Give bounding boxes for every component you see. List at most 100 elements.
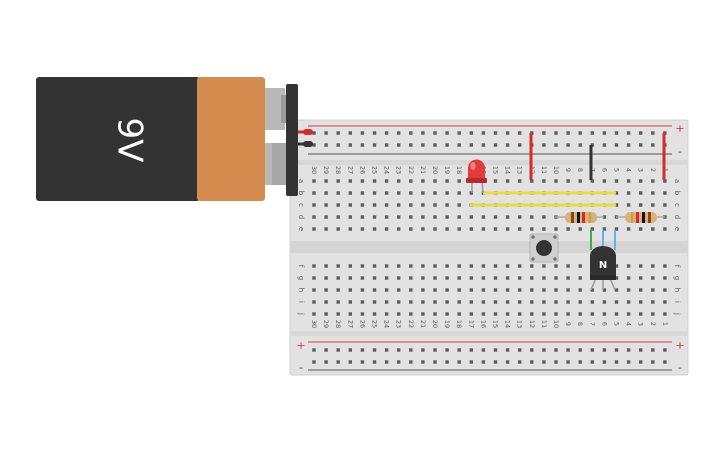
breadboard-hole[interactable] — [409, 276, 413, 280]
rail-hole-bottom-plus[interactable] — [626, 348, 631, 352]
rail-hole-bottom-minus[interactable] — [590, 360, 594, 364]
breadboard-hole[interactable] — [614, 300, 619, 304]
breadboard-hole[interactable] — [530, 300, 534, 304]
breadboard-hole[interactable] — [433, 227, 437, 231]
breadboard-hole[interactable] — [554, 227, 558, 231]
breadboard-hole[interactable] — [360, 227, 365, 231]
breadboard-hole[interactable] — [626, 300, 631, 304]
rail-hole-top-minus[interactable] — [578, 143, 582, 147]
rail-hole-top-minus[interactable] — [493, 143, 498, 147]
battery-leads[interactable] — [298, 129, 313, 147]
breadboard-hole[interactable] — [639, 191, 643, 195]
breadboard-hole[interactable] — [445, 288, 449, 292]
rail-hole-top-minus[interactable] — [433, 143, 437, 147]
rail-hole-top-minus[interactable] — [324, 143, 328, 147]
breadboard-hole[interactable] — [518, 227, 522, 231]
breadboard-hole[interactable] — [397, 288, 401, 292]
breadboard-hole[interactable] — [397, 300, 401, 304]
rail-hole-top-plus[interactable] — [421, 131, 425, 135]
resistor-right[interactable] — [616, 212, 665, 223]
breadboard-hole[interactable] — [421, 276, 425, 280]
breadboard-hole[interactable] — [505, 227, 510, 231]
breadboard-hole[interactable] — [469, 300, 473, 304]
breadboard-hole[interactable] — [445, 203, 449, 207]
breadboard-hole[interactable] — [397, 191, 401, 195]
breadboard-hole[interactable] — [578, 312, 582, 316]
breadboard-hole[interactable] — [626, 191, 631, 195]
breadboard-hole[interactable] — [384, 312, 389, 316]
rail-hole-top-minus[interactable] — [336, 143, 340, 147]
rail-hole-bottom-plus[interactable] — [421, 348, 425, 352]
rail-hole-bottom-plus[interactable] — [372, 348, 377, 352]
battery-terminal-negative[interactable] — [272, 143, 288, 185]
breadboard-hole[interactable] — [336, 276, 340, 280]
breadboard-hole[interactable] — [324, 288, 328, 292]
breadboard-hole[interactable] — [481, 215, 486, 219]
breadboard-hole[interactable] — [578, 276, 582, 280]
breadboard-hole[interactable] — [421, 227, 425, 231]
breadboard-hole[interactable] — [384, 227, 389, 231]
breadboard-hole[interactable] — [626, 179, 631, 183]
breadboard-hole[interactable] — [639, 300, 643, 304]
breadboard-hole[interactable] — [493, 276, 498, 280]
rail-hole-top-minus[interactable] — [518, 143, 522, 147]
breadboard-hole[interactable] — [384, 179, 389, 183]
breadboard-hole[interactable] — [384, 300, 389, 304]
breadboard-hole[interactable] — [409, 227, 413, 231]
breadboard-hole[interactable] — [312, 300, 316, 304]
breadboard-hole[interactable] — [384, 191, 389, 195]
rail-hole-top-plus[interactable] — [542, 131, 546, 135]
rail-hole-top-minus[interactable] — [626, 143, 631, 147]
breadboard-hole[interactable] — [626, 227, 631, 231]
breadboard-hole[interactable] — [409, 312, 413, 316]
breadboard-hole[interactable] — [614, 191, 619, 195]
rail-hole-bottom-minus[interactable] — [542, 360, 546, 364]
breadboard-hole[interactable] — [336, 264, 340, 268]
rail-hole-bottom-plus[interactable] — [663, 348, 667, 352]
breadboard-hole[interactable] — [324, 203, 328, 207]
breadboard-hole[interactable] — [626, 276, 631, 280]
rail-hole-bottom-minus[interactable] — [457, 360, 461, 364]
rail-hole-top-plus[interactable] — [651, 131, 655, 135]
breadboard-hole[interactable] — [602, 300, 607, 304]
breadboard-hole[interactable] — [566, 264, 570, 268]
rail-hole-top-plus[interactable] — [360, 131, 365, 135]
breadboard-hole[interactable] — [324, 179, 328, 183]
breadboard-hole[interactable] — [481, 227, 486, 231]
rail-hole-bottom-plus[interactable] — [457, 348, 461, 352]
rail-hole-top-minus[interactable] — [651, 143, 655, 147]
breadboard-hole[interactable] — [421, 264, 425, 268]
breadboard-hole[interactable] — [530, 215, 534, 219]
rail-hole-bottom-minus[interactable] — [554, 360, 558, 364]
breadboard-hole[interactable] — [421, 300, 425, 304]
breadboard-hole[interactable] — [566, 312, 570, 316]
rail-hole-top-plus[interactable] — [554, 131, 558, 135]
breadboard-hole[interactable] — [397, 312, 401, 316]
rail-hole-top-minus[interactable] — [554, 143, 558, 147]
breadboard-hole[interactable] — [421, 215, 425, 219]
breadboard-hole[interactable] — [530, 288, 534, 292]
rail-hole-bottom-minus[interactable] — [336, 360, 340, 364]
breadboard-hole[interactable] — [433, 179, 437, 183]
breadboard-hole[interactable] — [518, 288, 522, 292]
breadboard-hole[interactable] — [566, 288, 570, 292]
breadboard-hole[interactable] — [409, 179, 413, 183]
breadboard-hole[interactable] — [626, 264, 631, 268]
breadboard-hole[interactable] — [590, 227, 594, 231]
breadboard-hole[interactable] — [639, 264, 643, 268]
breadboard-hole[interactable] — [639, 227, 643, 231]
breadboard-hole[interactable] — [324, 227, 328, 231]
breadboard-hole[interactable] — [421, 179, 425, 183]
breadboard-hole[interactable] — [554, 264, 558, 268]
rail-hole-top-plus[interactable] — [457, 131, 461, 135]
breadboard-hole[interactable] — [614, 203, 619, 207]
breadboard-hole[interactable] — [445, 191, 449, 195]
breadboard-hole[interactable] — [324, 276, 328, 280]
breadboard-hole[interactable] — [530, 227, 534, 231]
breadboard-hole[interactable] — [554, 300, 558, 304]
rail-hole-top-minus[interactable] — [445, 143, 449, 147]
breadboard-hole[interactable] — [663, 227, 667, 231]
breadboard-hole[interactable] — [590, 288, 594, 292]
breadboard-hole[interactable] — [614, 276, 619, 280]
breadboard-hole[interactable] — [518, 215, 522, 219]
